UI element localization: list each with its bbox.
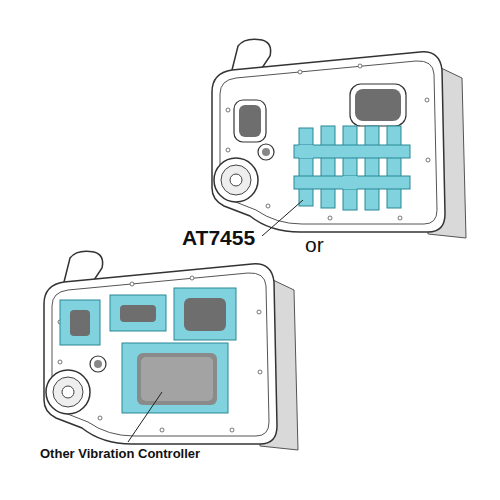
part-name: Other Vibration Controller <box>40 446 200 461</box>
part-name: AT7455 <box>182 226 255 250</box>
connector-word: or <box>305 233 324 257</box>
